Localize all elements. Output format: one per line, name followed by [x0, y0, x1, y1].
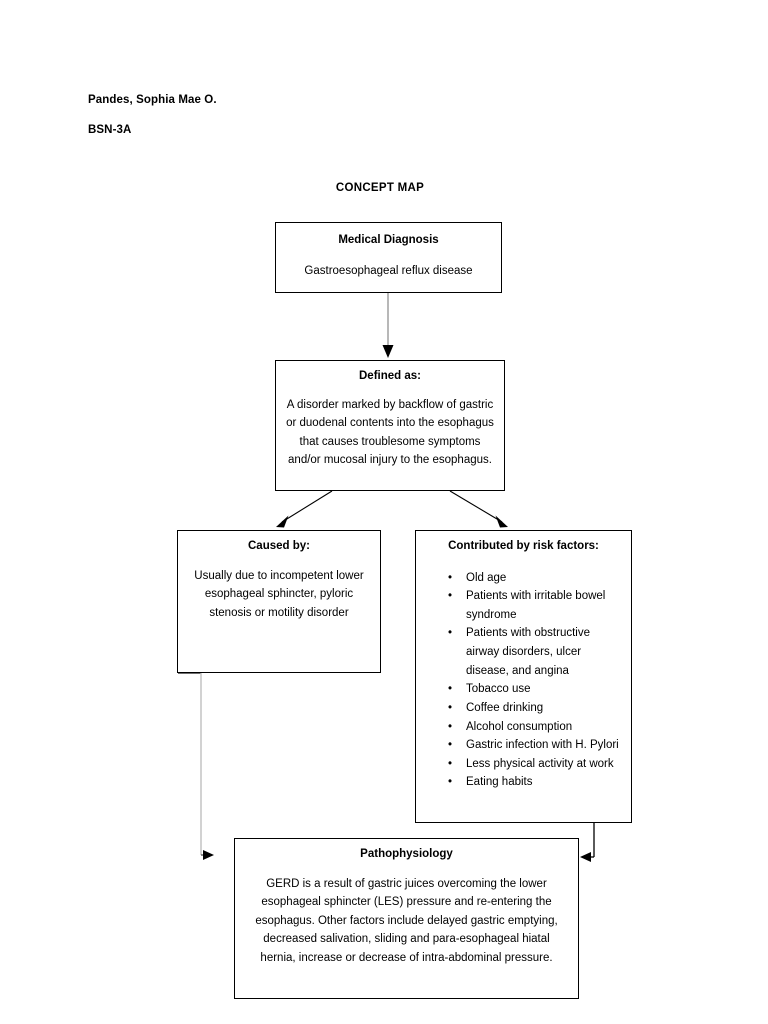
list-item: • Eating habits [422, 773, 625, 792]
node-risk-factors: Contributed by risk factors: • Old age • Pa… [415, 530, 632, 823]
list-item: • Coffee drinking [422, 699, 625, 718]
list-item-label: Alcohol consumption [466, 720, 573, 733]
list-item-label: Tobacco use [466, 683, 531, 696]
list-item-label: Patients with obstructive airway disorde… [466, 627, 591, 677]
student-name: Pandes, Sophia Mae O. [88, 94, 217, 106]
list-item-label: Gastric infection with H. Pylori [466, 739, 619, 752]
bullet-icon: • [448, 571, 453, 584]
node-caused-by: Caused by: Usually due to incompetent lo… [177, 530, 381, 673]
bullet-icon: • [448, 739, 453, 752]
list-item: • Less physical activity at work [422, 755, 625, 774]
node-pathophysiology: Pathophysiology GERD is a result of gast… [234, 838, 579, 999]
node-heading: Defined as: [359, 370, 421, 382]
arrow-defined-to-caused [276, 490, 333, 528]
node-text: Usually due to incompetent lower esophag… [194, 569, 364, 619]
student-section: BSN-3A [88, 124, 132, 136]
bullet-icon: • [448, 776, 453, 789]
list-item: • Patients with irritable bowel syndrome [422, 587, 625, 624]
list-item: • Old age [422, 569, 625, 588]
list-item-label: Coffee drinking [466, 701, 544, 714]
page-title: CONCEPT MAP [335, 182, 425, 194]
node-heading: Caused by: [248, 540, 310, 552]
list-item-label: Old age [466, 571, 507, 584]
node-heading: Medical Diagnosis [338, 234, 439, 246]
bullet-icon: • [448, 627, 453, 640]
arrow-caused-to-pathophysiology [178, 672, 214, 860]
node-defined-as: Defined as: A disorder marked by backflo… [275, 360, 505, 491]
bullet-icon: • [448, 683, 453, 696]
list-item: • Gastric infection with H. Pylori [422, 736, 625, 755]
bullet-icon: • [448, 701, 453, 714]
node-heading: Pathophysiology [360, 848, 453, 860]
node-text: Gastroesophageal reflux disease [304, 264, 473, 277]
bullet-icon: • [448, 590, 453, 603]
node-text: GERD is a result of gastric juices overc… [255, 877, 558, 965]
list-item: • Patients with obstructive airway disord… [422, 624, 625, 680]
arrow-risk-to-pathophysiology [580, 823, 595, 862]
list-item: • Alcohol consumption [422, 718, 625, 737]
node-medical-diagnosis: Medical Diagnosis Gastroesophageal reflu… [275, 222, 502, 293]
list-item-label: Eating habits [466, 776, 533, 789]
list-item: • Tobacco use [422, 680, 625, 699]
bullet-icon: • [448, 757, 453, 770]
list-item-label: Less physical activity at work [466, 757, 614, 770]
risk-factor-list: • Old age • Patients with irritable bowel s… [422, 569, 625, 793]
node-heading: Contributed by risk factors: [448, 540, 599, 552]
arrow-diagnosis-to-defined [382, 293, 394, 358]
list-item-label: Patients with irritable bowel syndrome [466, 590, 606, 621]
bullet-icon: • [448, 720, 453, 733]
arrow-defined-to-risk [449, 490, 508, 528]
node-text: A disorder marked by backflow of gastric… [286, 398, 494, 467]
